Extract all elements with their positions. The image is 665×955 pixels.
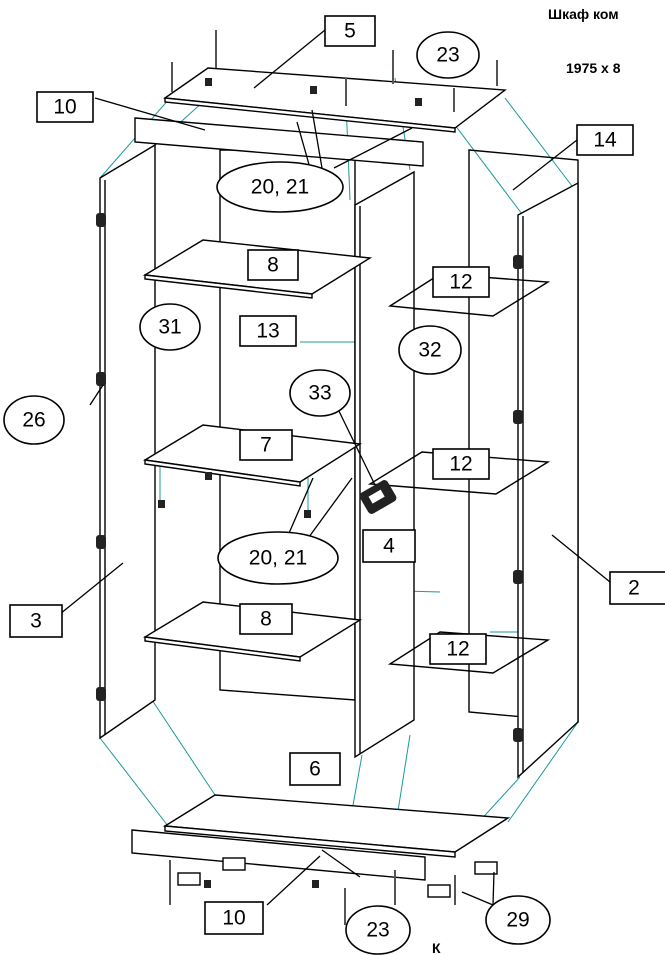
svg-text:26: 26 — [22, 409, 45, 432]
fasteners — [158, 30, 498, 925]
svg-text:8: 8 — [260, 608, 272, 631]
svg-text:20, 21: 20, 21 — [249, 547, 307, 570]
svg-text:31: 31 — [158, 316, 181, 339]
label-7: 7 — [239, 429, 293, 461]
label-12-bottom: 12 — [429, 633, 487, 665]
label-33: 33 — [289, 369, 351, 417]
svg-text:23: 23 — [366, 919, 389, 942]
svg-text:4: 4 — [383, 535, 395, 558]
svg-text:13: 13 — [256, 320, 279, 343]
shelf-12-top — [387, 273, 551, 317]
label-23-top: 23 — [416, 31, 480, 79]
svg-text:33: 33 — [308, 382, 331, 405]
label-6: 6 — [289, 752, 341, 786]
leader-lines — [59, 29, 611, 906]
svg-text:8: 8 — [267, 254, 279, 277]
label-12-top: 12 — [432, 266, 490, 298]
crossbar-10-top — [134, 117, 424, 167]
rod-bracket-33 — [359, 480, 397, 514]
label-8-top: 8 — [247, 249, 299, 281]
footer-text: К — [432, 940, 441, 955]
label-23-bottom: 23 — [345, 905, 411, 955]
label-31: 31 — [139, 303, 201, 351]
svg-text:10: 10 — [222, 907, 245, 930]
label-13: 13 — [239, 315, 297, 347]
shelf-12-mid — [367, 451, 551, 495]
svg-text:7: 7 — [260, 434, 272, 457]
label-2: 2 — [609, 571, 665, 605]
svg-text:23: 23 — [436, 44, 459, 67]
header-title: Шкаф ком — [548, 6, 619, 22]
svg-text:29: 29 — [506, 909, 529, 932]
svg-text:32: 32 — [418, 339, 441, 362]
label-3: 3 — [9, 604, 63, 638]
svg-text:12: 12 — [449, 453, 472, 476]
label-10-top: 10 — [36, 91, 94, 123]
svg-text:10: 10 — [53, 96, 76, 119]
svg-text:3: 3 — [30, 610, 42, 633]
label-29: 29 — [485, 895, 551, 945]
label-14: 14 — [576, 124, 634, 156]
svg-text:12: 12 — [449, 271, 472, 294]
label-20-21-top: 20, 21 — [216, 161, 344, 213]
svg-text:12: 12 — [446, 638, 469, 661]
svg-text:6: 6 — [309, 758, 321, 781]
label-26: 26 — [3, 395, 65, 445]
header-size: 1975 x 8 — [566, 60, 621, 76]
svg-text:20, 21: 20, 21 — [251, 176, 309, 199]
hinges — [96, 213, 523, 742]
label-5: 5 — [324, 15, 376, 47]
label-12-mid: 12 — [432, 448, 490, 480]
svg-text:14: 14 — [593, 129, 617, 152]
label-20-21-mid: 20, 21 — [217, 531, 339, 585]
label-8-bottom: 8 — [239, 603, 293, 635]
partition-4 — [354, 170, 415, 759]
crossbar-10-bottom — [131, 829, 426, 881]
shelf-12-bottom — [387, 631, 551, 674]
label-32: 32 — [398, 325, 462, 375]
left-door-3 — [99, 143, 156, 740]
right-door-2 — [517, 181, 579, 779]
label-10-bottom: 10 — [204, 901, 264, 935]
feet-29 — [177, 857, 498, 898]
svg-text:2: 2 — [628, 577, 640, 600]
svg-text:5: 5 — [344, 20, 356, 43]
label-4: 4 — [362, 529, 416, 563]
